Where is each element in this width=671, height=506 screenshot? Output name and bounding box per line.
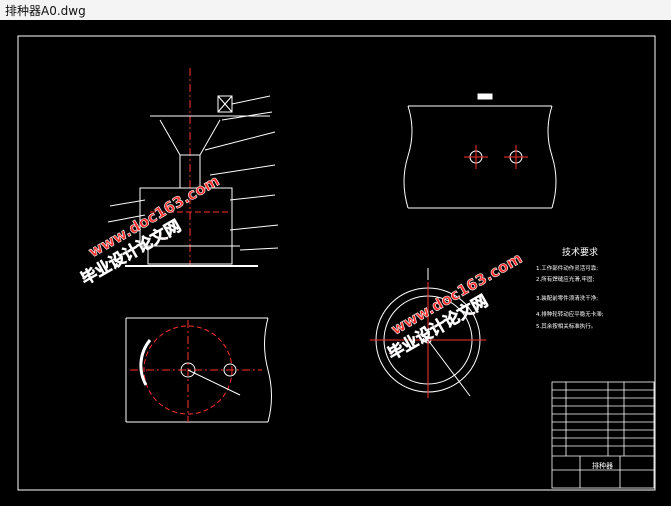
cad-drawing: 技术要求 1.工作部件动作灵活可靠; 2.所有焊缝应光滑,牢固; 3.装配前零件…	[17, 35, 656, 491]
front-section-view	[107, 68, 279, 267]
title-block: 排种器	[551, 381, 655, 489]
circular-view	[370, 268, 486, 398]
drawing-frame	[17, 35, 656, 491]
window-titlebar: 排种器A0.dwg	[0, 0, 671, 21]
tech-heading: 技术要求	[562, 246, 598, 258]
drawing-canvas[interactable]: 技术要求 1.工作部件动作灵活可靠; 2.所有焊缝应光滑,牢固; 3.装配前零件…	[0, 20, 671, 506]
seed-wheel-section	[125, 317, 272, 423]
title-block-name: 排种器	[592, 461, 613, 470]
tech-note-4: 4.排种轮转动应平稳无卡滞;	[536, 310, 604, 318]
tech-note-2: 2.所有焊缝应光滑,牢固;	[536, 275, 594, 283]
tech-note-1: 1.工作部件动作灵活可靠;	[536, 264, 598, 272]
tech-requirements: 技术要求 1.工作部件动作灵活可靠; 2.所有焊缝应光滑,牢固; 3.装配前零件…	[536, 246, 604, 330]
watermark-1: 毕业设计论文网 www.doc163.com	[77, 171, 223, 289]
tech-note-3: 3.装配前零件须清洗干净;	[536, 294, 598, 302]
window-title: 排种器A0.dwg	[5, 4, 86, 18]
plan-view	[403, 93, 557, 209]
tech-note-5: 5.其余按相关标准执行。	[536, 322, 596, 330]
